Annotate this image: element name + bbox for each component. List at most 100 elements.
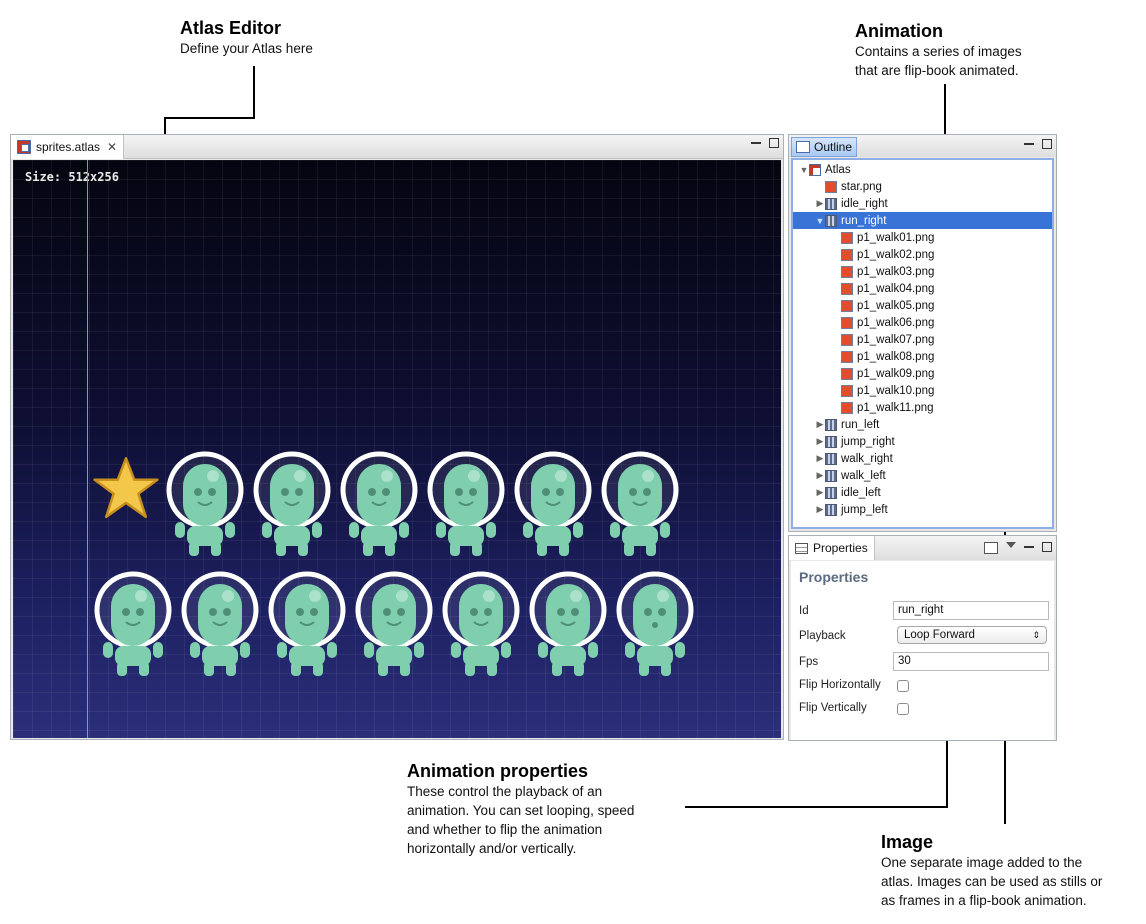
outline-item-p1-walk09-png[interactable]: p1_walk09.png bbox=[793, 365, 1052, 382]
outline-item-star-png[interactable]: star.png bbox=[793, 178, 1052, 195]
atlas-canvas[interactable]: Size: 512x256 bbox=[13, 160, 781, 738]
annotation-body-line: Contains a series of images bbox=[855, 44, 1022, 59]
tab-outline[interactable]: Outline bbox=[791, 137, 858, 157]
annotation-title: Animation properties bbox=[407, 761, 589, 781]
atlas-size-label: Size: 512x256 bbox=[25, 170, 119, 184]
collapsed-twisty-icon[interactable]: ▶ bbox=[816, 453, 824, 463]
id-field[interactable]: run_right bbox=[893, 601, 1049, 620]
alien-sprite-icon[interactable] bbox=[252, 450, 332, 560]
outline-item-label: p1_walk10.png bbox=[857, 384, 935, 397]
alien-sprite-icon[interactable] bbox=[600, 450, 680, 560]
outline-item-p1-walk03-png[interactable]: p1_walk03.png bbox=[793, 263, 1052, 280]
annotation-title: Atlas Editor bbox=[180, 18, 282, 38]
outline-item-p1-walk02-png[interactable]: p1_walk02.png bbox=[793, 246, 1052, 263]
image-icon bbox=[841, 231, 853, 244]
alien-sprite-icon[interactable] bbox=[93, 570, 173, 680]
animation-icon bbox=[825, 418, 837, 431]
outline-item-label: p1_walk08.png bbox=[857, 350, 935, 363]
outline-item-label: run_left bbox=[841, 418, 880, 431]
flip-horizontally-checkbox[interactable] bbox=[897, 680, 909, 692]
alien-sprite-icon[interactable] bbox=[354, 570, 434, 680]
outline-item-p1-walk04-png[interactable]: p1_walk04.png bbox=[793, 280, 1052, 297]
outline-tree: ▼Atlas star.png ▶ idle_right ▼ run_right p1_wa… bbox=[791, 158, 1054, 529]
animation-icon bbox=[825, 486, 837, 499]
alien-sprite-icon[interactable] bbox=[528, 570, 608, 680]
image-icon bbox=[841, 401, 853, 414]
minimize-icon[interactable] bbox=[1024, 139, 1034, 145]
image-icon bbox=[841, 265, 853, 278]
outline-item-atlas[interactable]: ▼Atlas bbox=[793, 161, 1052, 178]
playback-select[interactable]: Loop Forward ⇕ bbox=[897, 626, 1047, 644]
properties-body: Properties Id run_right Playback Loop Fo… bbox=[791, 561, 1054, 740]
outline-item-jump-right[interactable]: ▶jump_right bbox=[793, 433, 1052, 450]
view-menu-icon[interactable] bbox=[1006, 542, 1016, 548]
outline-item-p1-walk05-png[interactable]: p1_walk05.png bbox=[793, 297, 1052, 314]
outline-item-run-left[interactable]: ▶ run_left bbox=[793, 416, 1052, 433]
outline-item-p1-walk07-png[interactable]: p1_walk07.png bbox=[793, 331, 1052, 348]
star-icon[interactable] bbox=[93, 455, 159, 521]
outline-item-walk-right[interactable]: ▶walk_right bbox=[793, 450, 1052, 467]
fps-field[interactable]: 30 bbox=[893, 652, 1049, 671]
outline-item-run-right[interactable]: ▼ run_right bbox=[793, 212, 1052, 229]
atlas-icon bbox=[809, 163, 821, 176]
animation-icon bbox=[825, 435, 837, 448]
outline-item-idle-left[interactable]: ▶idle_left bbox=[793, 484, 1052, 501]
outline-window-buttons bbox=[1024, 139, 1052, 149]
annotation-body: Define your Atlas here bbox=[180, 41, 313, 56]
outline-item-label: star.png bbox=[841, 180, 882, 193]
tab-properties[interactable]: Properties bbox=[789, 536, 875, 560]
alien-sprite-icon[interactable] bbox=[615, 570, 695, 680]
editor-tab-bar: sprites.atlas ✕ bbox=[11, 135, 783, 159]
outline-item-label: p1_walk11.png bbox=[857, 401, 934, 414]
maximize-icon[interactable] bbox=[1042, 542, 1052, 552]
outline-item-p1-walk08-png[interactable]: p1_walk08.png bbox=[793, 348, 1052, 365]
alien-sprite-icon[interactable] bbox=[513, 450, 593, 560]
outline-item-jump-left[interactable]: ▶jump_left bbox=[793, 501, 1052, 518]
playback-value: Loop Forward bbox=[904, 629, 975, 641]
outline-item-p1-walk10-png[interactable]: p1_walk10.png bbox=[793, 382, 1052, 399]
annotation-animation-properties: Animation properties These control the p… bbox=[407, 760, 634, 858]
properties-title: Properties bbox=[799, 569, 869, 585]
outline-item-label: p1_walk04.png bbox=[857, 282, 935, 295]
alien-sprite-icon[interactable] bbox=[267, 570, 347, 680]
expanded-twisty-icon[interactable]: ▼ bbox=[799, 164, 809, 175]
annotation-atlas-editor: Atlas Editor Define your Atlas here bbox=[180, 17, 313, 58]
alien-sprite-icon[interactable] bbox=[165, 450, 245, 560]
maximize-icon[interactable] bbox=[769, 138, 779, 148]
minimize-icon[interactable] bbox=[751, 138, 761, 144]
properties-tab-label: Properties bbox=[813, 541, 868, 555]
annotation-connector bbox=[253, 66, 255, 118]
maximize-icon[interactable] bbox=[1042, 139, 1052, 149]
alien-sprite-icon[interactable] bbox=[339, 450, 419, 560]
minimize-icon[interactable] bbox=[1024, 542, 1034, 548]
image-icon bbox=[841, 333, 853, 346]
annotation-body-line: animation. You can set looping, speed bbox=[407, 803, 635, 818]
outline-item-walk-left[interactable]: ▶walk_left bbox=[793, 467, 1052, 484]
annotation-body-line: These control the playback of an bbox=[407, 784, 603, 799]
collapsed-twisty-icon[interactable]: ▶ bbox=[816, 487, 824, 497]
alien-sprite-icon[interactable] bbox=[180, 570, 260, 680]
collapsed-twisty-icon[interactable]: ▶ bbox=[816, 470, 824, 480]
close-icon[interactable]: ✕ bbox=[107, 140, 118, 154]
image-icon bbox=[841, 350, 853, 363]
outline-item-label: idle_right bbox=[841, 197, 888, 210]
editor-tab[interactable]: sprites.atlas ✕ bbox=[11, 135, 125, 159]
collapsed-twisty-icon[interactable]: ▶ bbox=[816, 504, 824, 514]
outline-tab-label: Outline bbox=[814, 140, 853, 154]
alien-sprite-icon[interactable] bbox=[426, 450, 506, 560]
outline-item-label: run_right bbox=[841, 214, 887, 227]
expanded-twisty-icon[interactable]: ▼ bbox=[815, 215, 825, 226]
alien-sprite-icon[interactable] bbox=[441, 570, 521, 680]
outline-item-label: p1_walk02.png bbox=[857, 248, 935, 261]
outline-item-p1-walk11-png[interactable]: p1_walk11.png bbox=[793, 399, 1052, 416]
collapsed-twisty-icon[interactable]: ▶ bbox=[816, 419, 824, 429]
image-icon bbox=[841, 299, 853, 312]
collapsed-twisty-icon[interactable]: ▶ bbox=[816, 436, 824, 446]
atlas-editor-panel: sprites.atlas ✕ Size: 512x256 bbox=[10, 134, 784, 740]
outline-item-p1-walk01-png[interactable]: p1_walk01.png bbox=[793, 229, 1052, 246]
collapsed-twisty-icon[interactable]: ▶ bbox=[816, 198, 824, 208]
outline-item-p1-walk06-png[interactable]: p1_walk06.png bbox=[793, 314, 1052, 331]
flip-vertically-checkbox[interactable] bbox=[897, 703, 909, 715]
outline-item-idle-right[interactable]: ▶ idle_right bbox=[793, 195, 1052, 212]
pin-icon[interactable] bbox=[984, 542, 998, 554]
